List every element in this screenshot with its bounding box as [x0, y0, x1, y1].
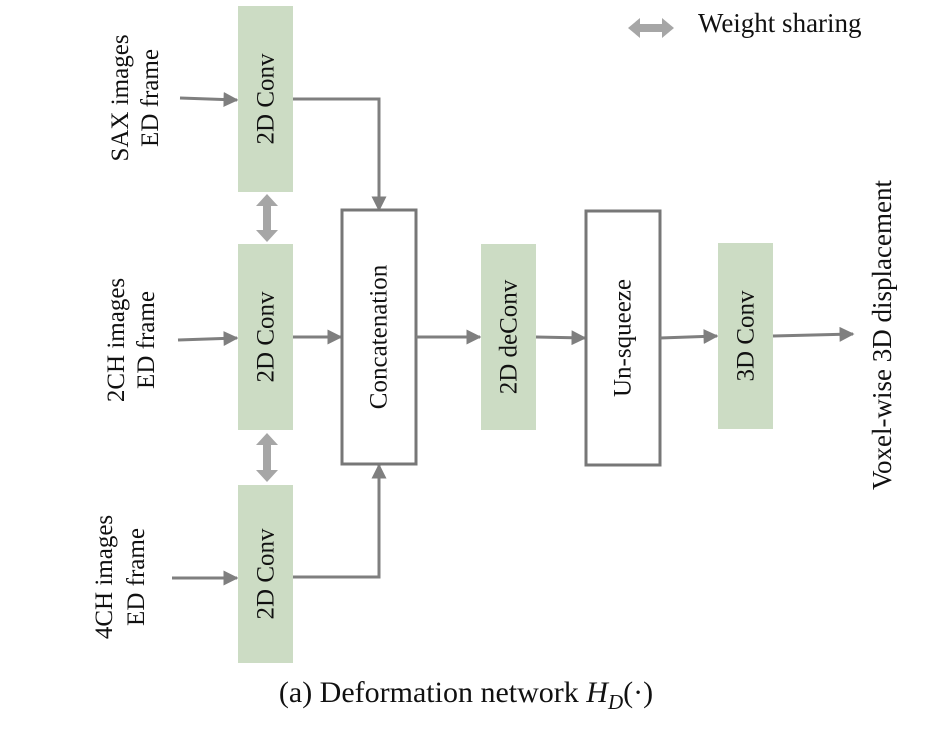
- deconv2d-label: 2D deConv: [496, 279, 523, 394]
- arrow-2ch-input: [177, 330, 239, 346]
- arrow-conv3d-to-output: [772, 326, 855, 342]
- weight-sharing-legend-icon: [628, 18, 674, 38]
- caption-suffix: (·): [623, 676, 654, 709]
- input-label-4ch-line1: 4CH images: [91, 515, 118, 639]
- conv2d-block-2ch: [238, 244, 293, 430]
- arrow-deconv-to-unsqueeze: [535, 330, 587, 346]
- output-label: Voxel-wise 3D displacement: [867, 180, 897, 490]
- arrow-sax-input: [179, 92, 239, 108]
- weight-sharing-legend-label: Weight sharing: [698, 8, 862, 38]
- concatenation-label: Concatenation: [366, 264, 393, 409]
- conv2d-block-4ch: [238, 485, 293, 663]
- deconv2d-block: [481, 244, 536, 430]
- concatenation-block: [340, 208, 418, 466]
- conv2d-label-sax: 2D Conv: [253, 53, 280, 144]
- weight-sharing-arrow-bottom: [256, 433, 278, 482]
- arrow-4ch-to-concat: [293, 463, 387, 579]
- caption-subscript: D: [607, 690, 624, 714]
- conv2d-label-4ch: 2D Conv: [253, 528, 280, 619]
- input-label-sax-line2: ED frame: [137, 49, 164, 147]
- caption-prefix: (a) Deformation network: [278, 676, 587, 709]
- conv2d-label-2ch: 2D Conv: [253, 291, 280, 382]
- input-label-4ch-line2: ED frame: [123, 528, 150, 626]
- figure-caption: (a) Deformation network HD(·): [0, 676, 932, 715]
- conv3d-label: 3D Conv: [733, 290, 760, 381]
- weight-sharing-arrow-top: [256, 194, 278, 242]
- input-label-sax-line1: SAX images: [107, 34, 134, 161]
- conv3d-block: [718, 243, 773, 429]
- caption-math: H: [586, 676, 608, 709]
- arrow-unsqueeze-to-conv3d: [659, 328, 719, 344]
- unsqueeze-label: Un-squeeze: [610, 279, 637, 397]
- conv2d-block-sax: [238, 6, 293, 192]
- arrow-sax-to-concat: [293, 97, 387, 212]
- input-label-2ch-line1: 2CH images: [103, 278, 130, 402]
- input-label-2ch-line2: ED frame: [133, 291, 160, 389]
